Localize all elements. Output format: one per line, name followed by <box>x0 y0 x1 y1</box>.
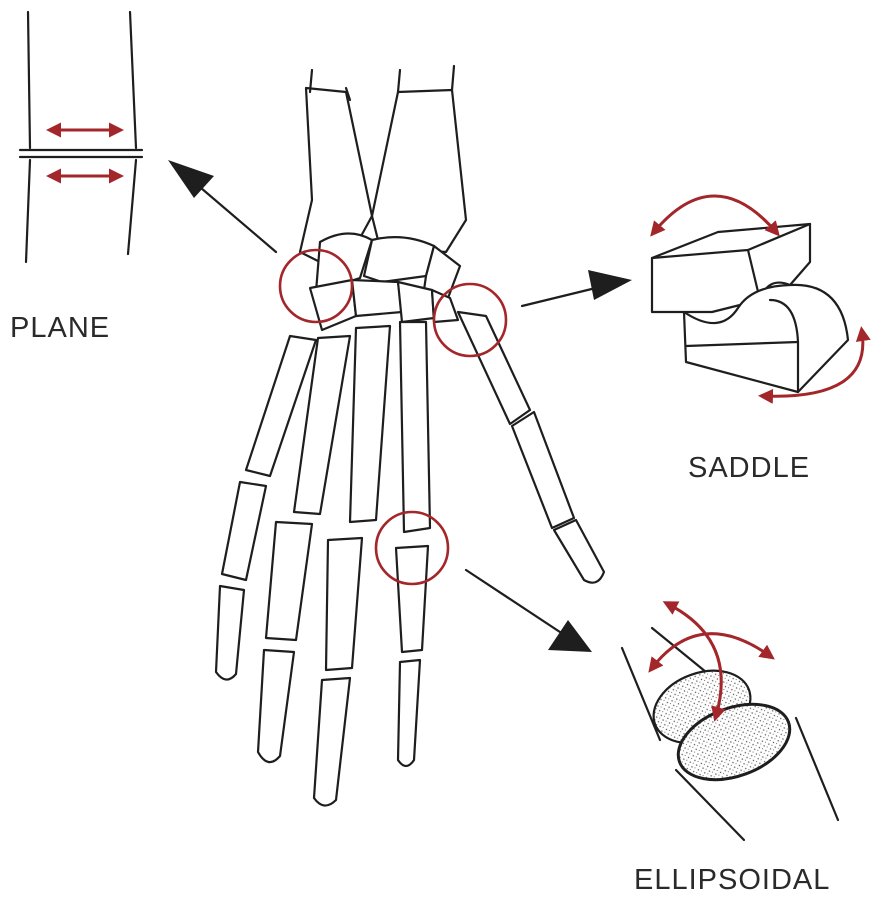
middle-distal-phalanx <box>314 678 350 806</box>
little-distal-phalanx <box>216 586 244 680</box>
carpal-trapezoid <box>352 280 402 316</box>
ellipsoidal-label: ELLIPSOIDAL <box>634 864 830 897</box>
index-proximal-phalanx <box>396 546 428 652</box>
thumb-distal-phalanx <box>554 520 604 583</box>
ring-proximal-phalanx <box>266 522 312 640</box>
middle-metacarpal <box>350 326 390 522</box>
ellipsoidal-joint-icon <box>622 604 838 840</box>
carpal-lunate <box>364 237 434 282</box>
hand-skeleton <box>216 66 604 806</box>
saddle-label: SADDLE <box>688 452 810 485</box>
ring-distal-phalanx <box>258 650 294 762</box>
little-proximal-phalanx <box>222 482 266 580</box>
index-metacarpal <box>400 322 430 532</box>
saddle-joint-icon <box>652 196 863 396</box>
pointer-arrow-plane <box>168 160 276 252</box>
middle-proximal-phalanx <box>326 538 362 670</box>
plane-label: PLANE <box>10 312 110 345</box>
thumb-proximal-phalanx <box>512 412 574 528</box>
index-distal-phalanx <box>398 660 420 766</box>
pointer-arrow-saddle <box>522 270 632 306</box>
pointer-arrow-ellipsoidal <box>466 570 592 652</box>
ulna-bone <box>372 90 466 252</box>
plane-joint-icon <box>20 12 142 262</box>
thumb-metacarpal <box>458 312 530 424</box>
